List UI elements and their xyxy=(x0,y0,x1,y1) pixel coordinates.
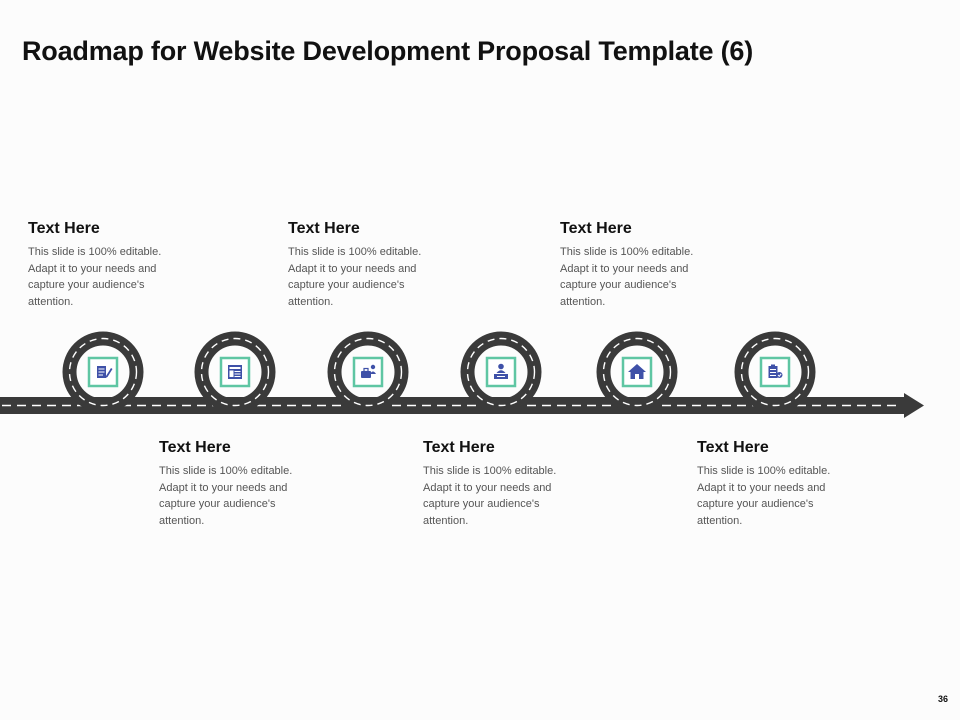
milestone-body: This slide is 100% editable. Adapt it to… xyxy=(423,465,557,527)
page-number: 36 xyxy=(937,694,948,704)
milestone-text-1: Text Here This slide is 100% editable. A… xyxy=(28,220,188,310)
milestone-body: This slide is 100% editable. Adapt it to… xyxy=(159,465,293,527)
road-arrow-head xyxy=(904,393,924,418)
roundabout-5 xyxy=(596,331,678,413)
roundabout-6 xyxy=(734,331,816,413)
checklist-icon xyxy=(759,356,791,388)
roundabout-1 xyxy=(62,331,144,413)
milestone-heading: Text Here xyxy=(697,439,769,456)
briefcase-person-icon xyxy=(352,356,384,388)
milestone-text-6: Text Here This slide is 100% editable. A… xyxy=(697,439,857,529)
document-pen-icon xyxy=(87,356,119,388)
milestone-heading: Text Here xyxy=(423,439,495,456)
milestone-body: This slide is 100% editable. Adapt it to… xyxy=(288,246,422,308)
milestone-text-2: Text Here This slide is 100% editable. A… xyxy=(159,439,319,529)
home-icon xyxy=(621,356,653,388)
milestone-body: This slide is 100% editable. Adapt it to… xyxy=(28,246,162,308)
presenter-icon xyxy=(485,356,517,388)
milestone-text-5: Text Here This slide is 100% editable. A… xyxy=(560,220,720,310)
milestone-text-4: Text Here This slide is 100% editable. A… xyxy=(423,439,583,529)
slide-title: Roadmap for Website Development Proposal… xyxy=(22,36,754,66)
roundabout-2 xyxy=(194,331,276,413)
milestone-body: This slide is 100% editable. Adapt it to… xyxy=(697,465,831,527)
milestone-heading: Text Here xyxy=(288,220,360,237)
milestone-text-3: Text Here This slide is 100% editable. A… xyxy=(288,220,448,310)
milestone-heading: Text Here xyxy=(159,439,231,456)
roundabout-4 xyxy=(460,331,542,413)
milestone-body: This slide is 100% editable. Adapt it to… xyxy=(560,246,694,308)
milestone-heading: Text Here xyxy=(560,220,632,237)
roundabout-3 xyxy=(327,331,409,413)
milestone-heading: Text Here xyxy=(28,220,100,237)
webpage-layout-icon xyxy=(219,356,251,388)
